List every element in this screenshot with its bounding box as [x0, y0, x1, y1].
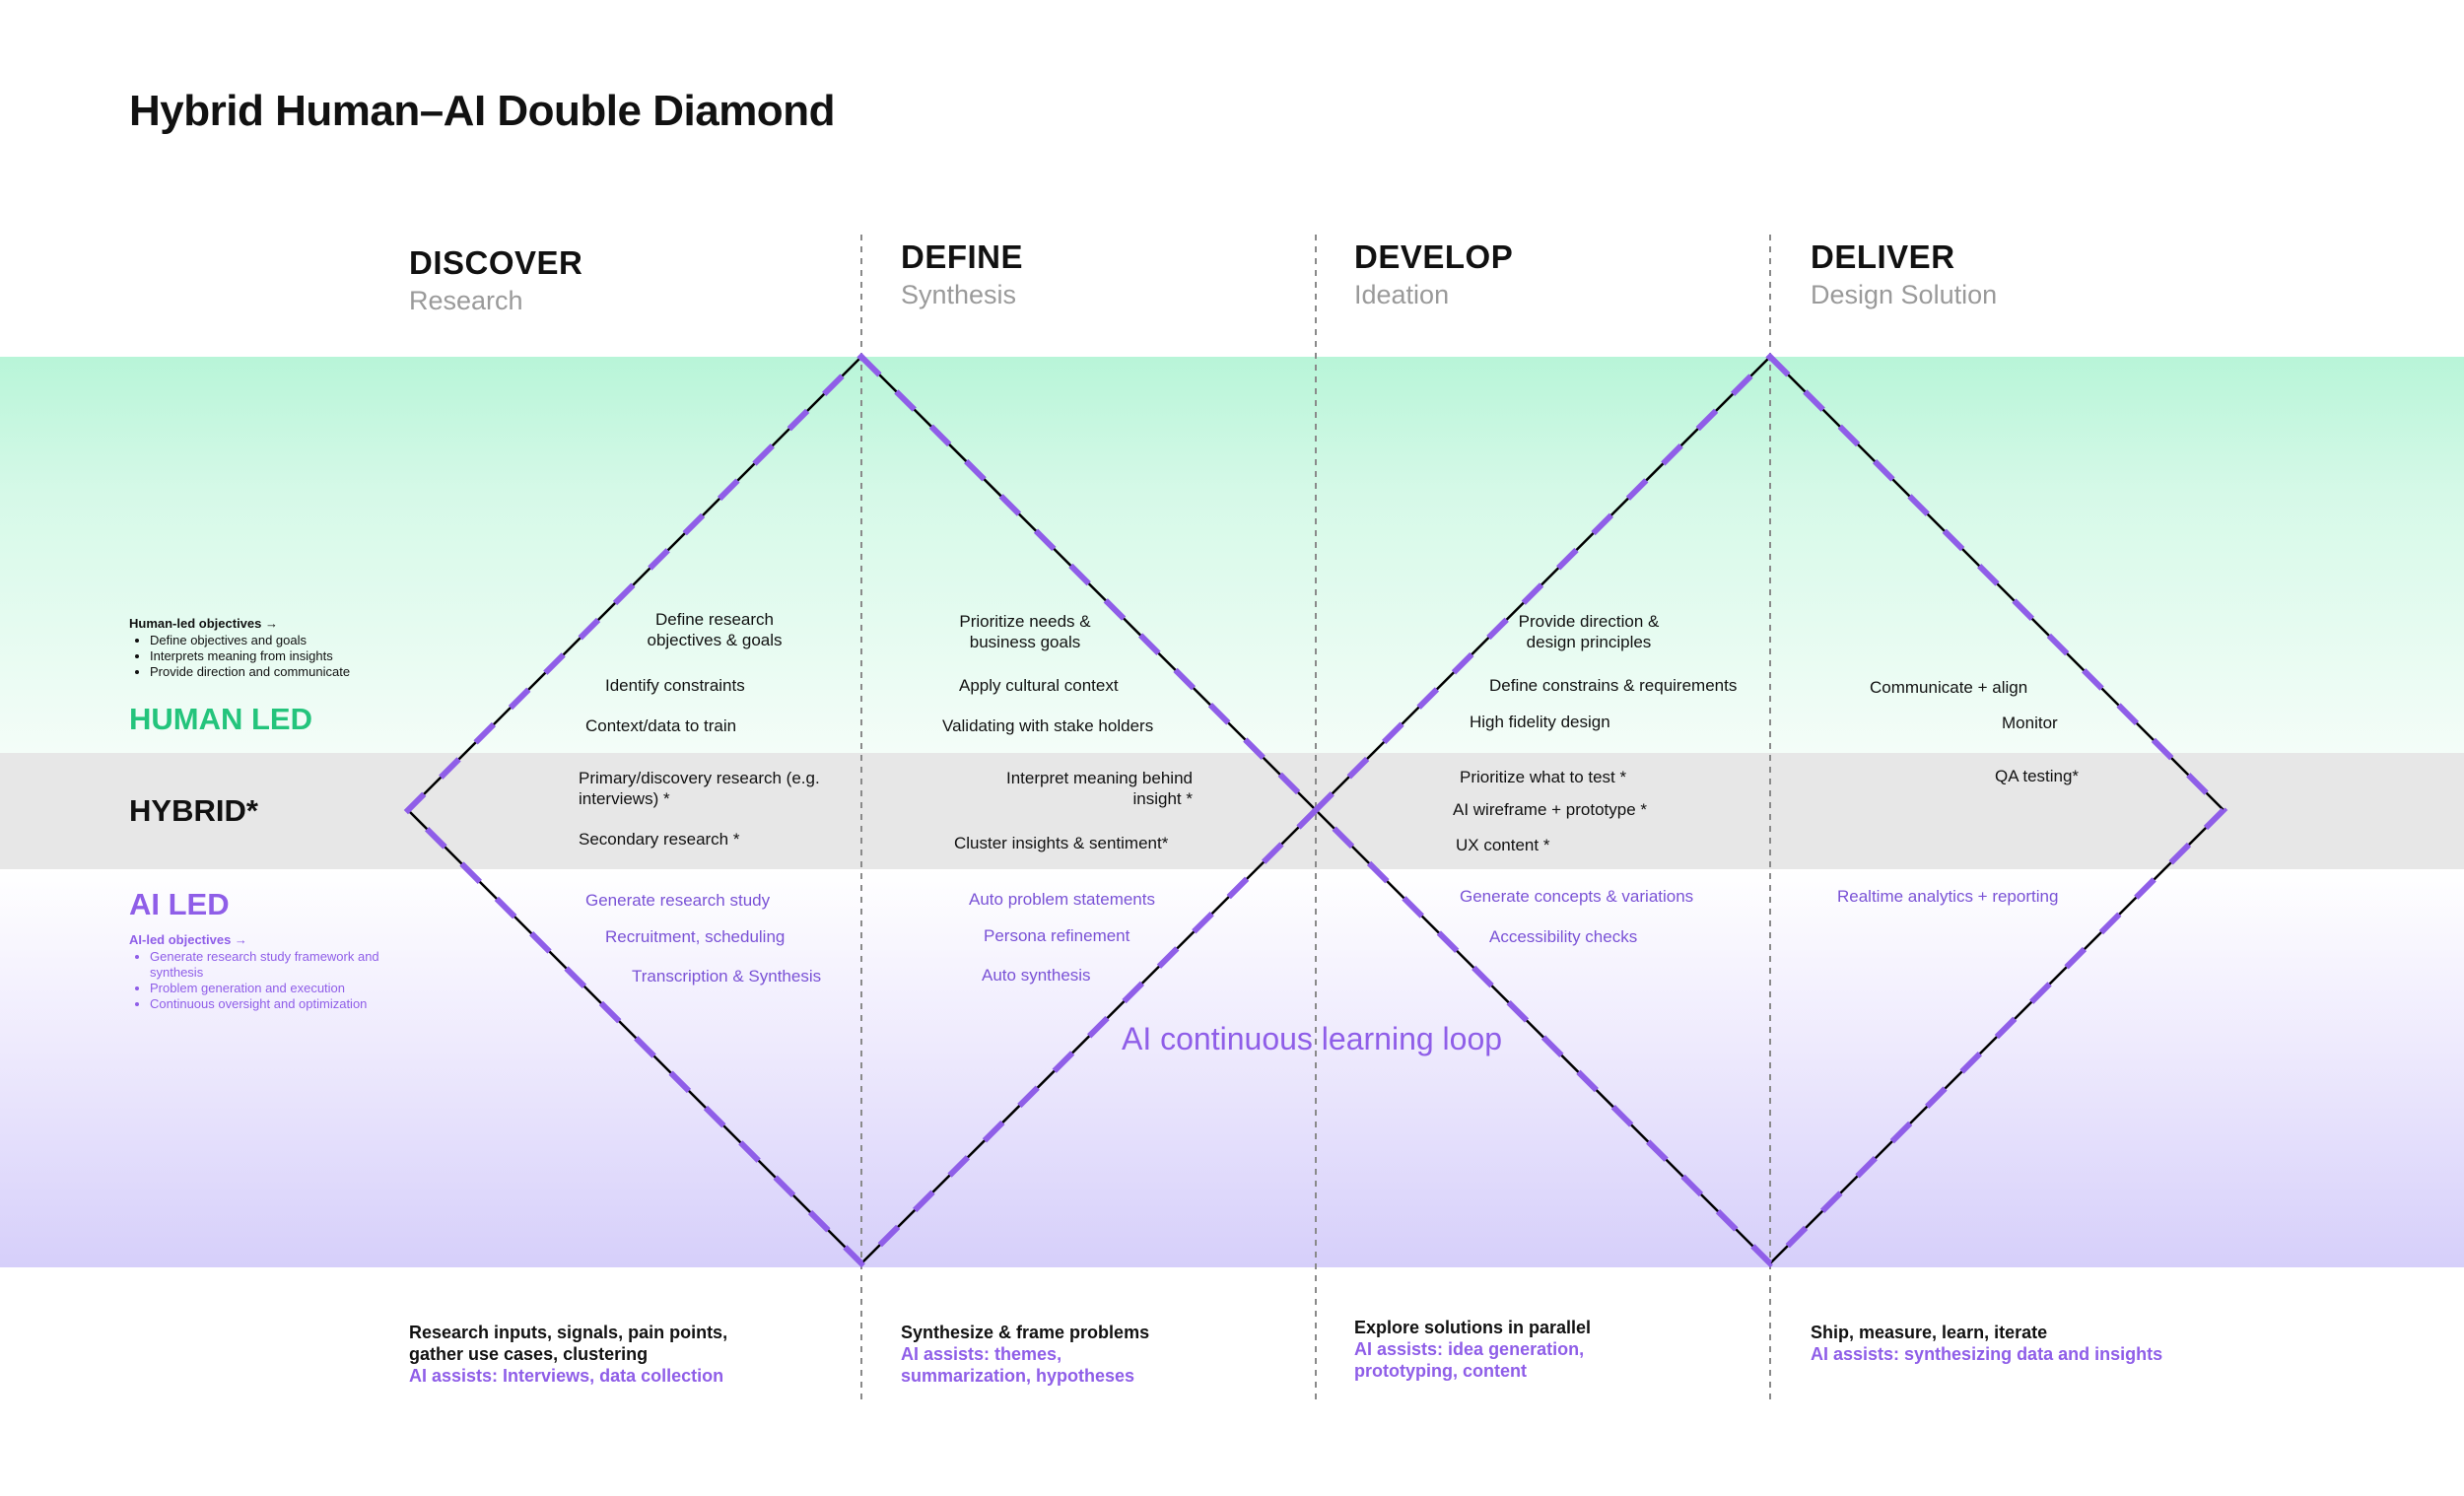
hybrid-label: HYBRID* — [129, 793, 258, 828]
objectives-heading: AI-led objectives → — [129, 932, 247, 947]
footer-text: Explore solutions in parallel — [1354, 1318, 1592, 1337]
phase-subtitle: Ideation — [1354, 280, 1450, 309]
phase-subtitle: Research — [409, 286, 523, 315]
develop-hybrid-item: AI wireframe + prototype * — [1453, 800, 1648, 819]
phase-title: DISCOVER — [409, 244, 583, 281]
second-diamond-ai-loop — [1311, 352, 2228, 1268]
phase-title: DEFINE — [901, 238, 1024, 275]
page-title: Hybrid Human–AI Double Diamond — [129, 87, 835, 135]
objective-item: Problem generation and execution — [150, 981, 385, 996]
develop-human-item: Provide direction & design principles — [1518, 612, 1660, 651]
phase-title: DEVELOP — [1354, 238, 1514, 275]
phase-subtitle: Synthesis — [901, 280, 1017, 309]
deliver-hybrid-item: QA testing* — [1995, 767, 2080, 785]
human-led-objectives: Human-led objectives → Define objectives… — [129, 616, 350, 680]
footer-discover: Research inputs, signals, pain points, g… — [409, 1322, 727, 1387]
phase-define: DEFINE Synthesis — [901, 238, 1023, 310]
develop-hybrid-item: Prioritize what to test * — [1460, 768, 1627, 786]
define-human-item: Apply cultural context — [959, 676, 1119, 695]
objective-item: Continuous oversight and optimization — [150, 996, 385, 1012]
footer-ai-text: AI assists: idea generation, — [1354, 1339, 1585, 1359]
deliver-human-item: Monitor — [2002, 714, 2058, 732]
ai-learning-loop-label: AI continuous learning loop — [1122, 1021, 1503, 1056]
objective-item: Interprets meaning from insights — [150, 648, 350, 664]
ai-led-band — [0, 869, 2464, 1267]
footer-ai-text: AI assists: themes, — [901, 1344, 1062, 1364]
develop-human-item: High fidelity design — [1470, 713, 1610, 731]
footer-ai-text: prototyping, content — [1354, 1361, 1527, 1381]
footer-text: Synthesize & frame problems — [901, 1323, 1150, 1342]
objective-item: Provide direction and communicate — [150, 664, 350, 680]
discover-hybrid-item: Secondary research * — [579, 830, 740, 849]
define-hybrid-item: Cluster insights & sentiment* — [954, 834, 1169, 852]
define-ai-item: Persona refinement — [984, 926, 1130, 945]
phase-discover: DISCOVER Research — [409, 244, 582, 316]
footer-ai-text: AI assists: synthesizing data and insigh… — [1811, 1344, 2163, 1364]
objective-item: Generate research study framework and sy… — [150, 949, 385, 981]
develop-human-item: Define constrains & requirements — [1489, 676, 1738, 695]
discover-ai-item: Transcription & Synthesis — [632, 967, 822, 986]
first-diamond-ai-loop — [403, 352, 1321, 1268]
footer-text: Ship, measure, learn, iterate — [1811, 1323, 2048, 1342]
objectives-heading: Human-led objectives → — [129, 616, 278, 631]
phase-develop: DEVELOP Ideation — [1354, 238, 1513, 310]
ai-led-objectives: AI-led objectives → Generate research st… — [129, 932, 385, 1012]
discover-human-item: Define research objectives & goals — [647, 610, 783, 649]
discover-human-item: Identify constraints — [605, 676, 745, 695]
deliver-ai-item: Realtime analytics + reporting — [1837, 887, 2059, 906]
define-human-item: Prioritize needs & business goals — [959, 612, 1091, 651]
phase-subtitle: Design Solution — [1811, 280, 1998, 309]
develop-hybrid-item: UX content * — [1456, 836, 1550, 854]
define-human-item: Validating with stake holders — [942, 716, 1154, 735]
human-led-band — [0, 357, 2464, 753]
define-hybrid-item: Interpret meaning behind insight * — [1005, 769, 1193, 808]
footer-text: Research inputs, signals, pain points, — [409, 1323, 728, 1342]
human-led-label: HUMAN LED — [129, 702, 312, 736]
define-ai-item: Auto synthesis — [982, 966, 1091, 985]
discover-human-item: Context/data to train — [585, 716, 737, 735]
discover-ai-item: Recruitment, scheduling — [605, 927, 786, 946]
footer-ai-text: AI assists: Interviews, data collection — [409, 1366, 724, 1386]
footer-ai-text: summarization, hypotheses — [901, 1366, 1135, 1386]
footer-text: gather use cases, clustering — [409, 1344, 649, 1364]
ai-led-label: AI LED — [129, 887, 230, 921]
footer-define: Synthesize & frame problems AI assists: … — [901, 1322, 1149, 1387]
develop-ai-item: Accessibility checks — [1489, 927, 1638, 946]
phase-title: DELIVER — [1811, 238, 1955, 275]
develop-ai-item: Generate concepts & variations — [1460, 887, 1694, 906]
phase-deliver: DELIVER Design Solution — [1811, 238, 1997, 310]
footer-deliver: Ship, measure, learn, iterate AI assists… — [1811, 1322, 2162, 1365]
deliver-human-item: Communicate + align — [1870, 678, 2028, 697]
footer-develop: Explore solutions in parallel AI assists… — [1354, 1317, 1591, 1382]
discover-ai-item: Generate research study — [585, 891, 771, 910]
objective-item: Define objectives and goals — [150, 633, 350, 648]
discover-hybrid-item: Primary/discovery research (e.g. intervi… — [579, 769, 820, 808]
define-ai-item: Auto problem statements — [969, 890, 1155, 909]
